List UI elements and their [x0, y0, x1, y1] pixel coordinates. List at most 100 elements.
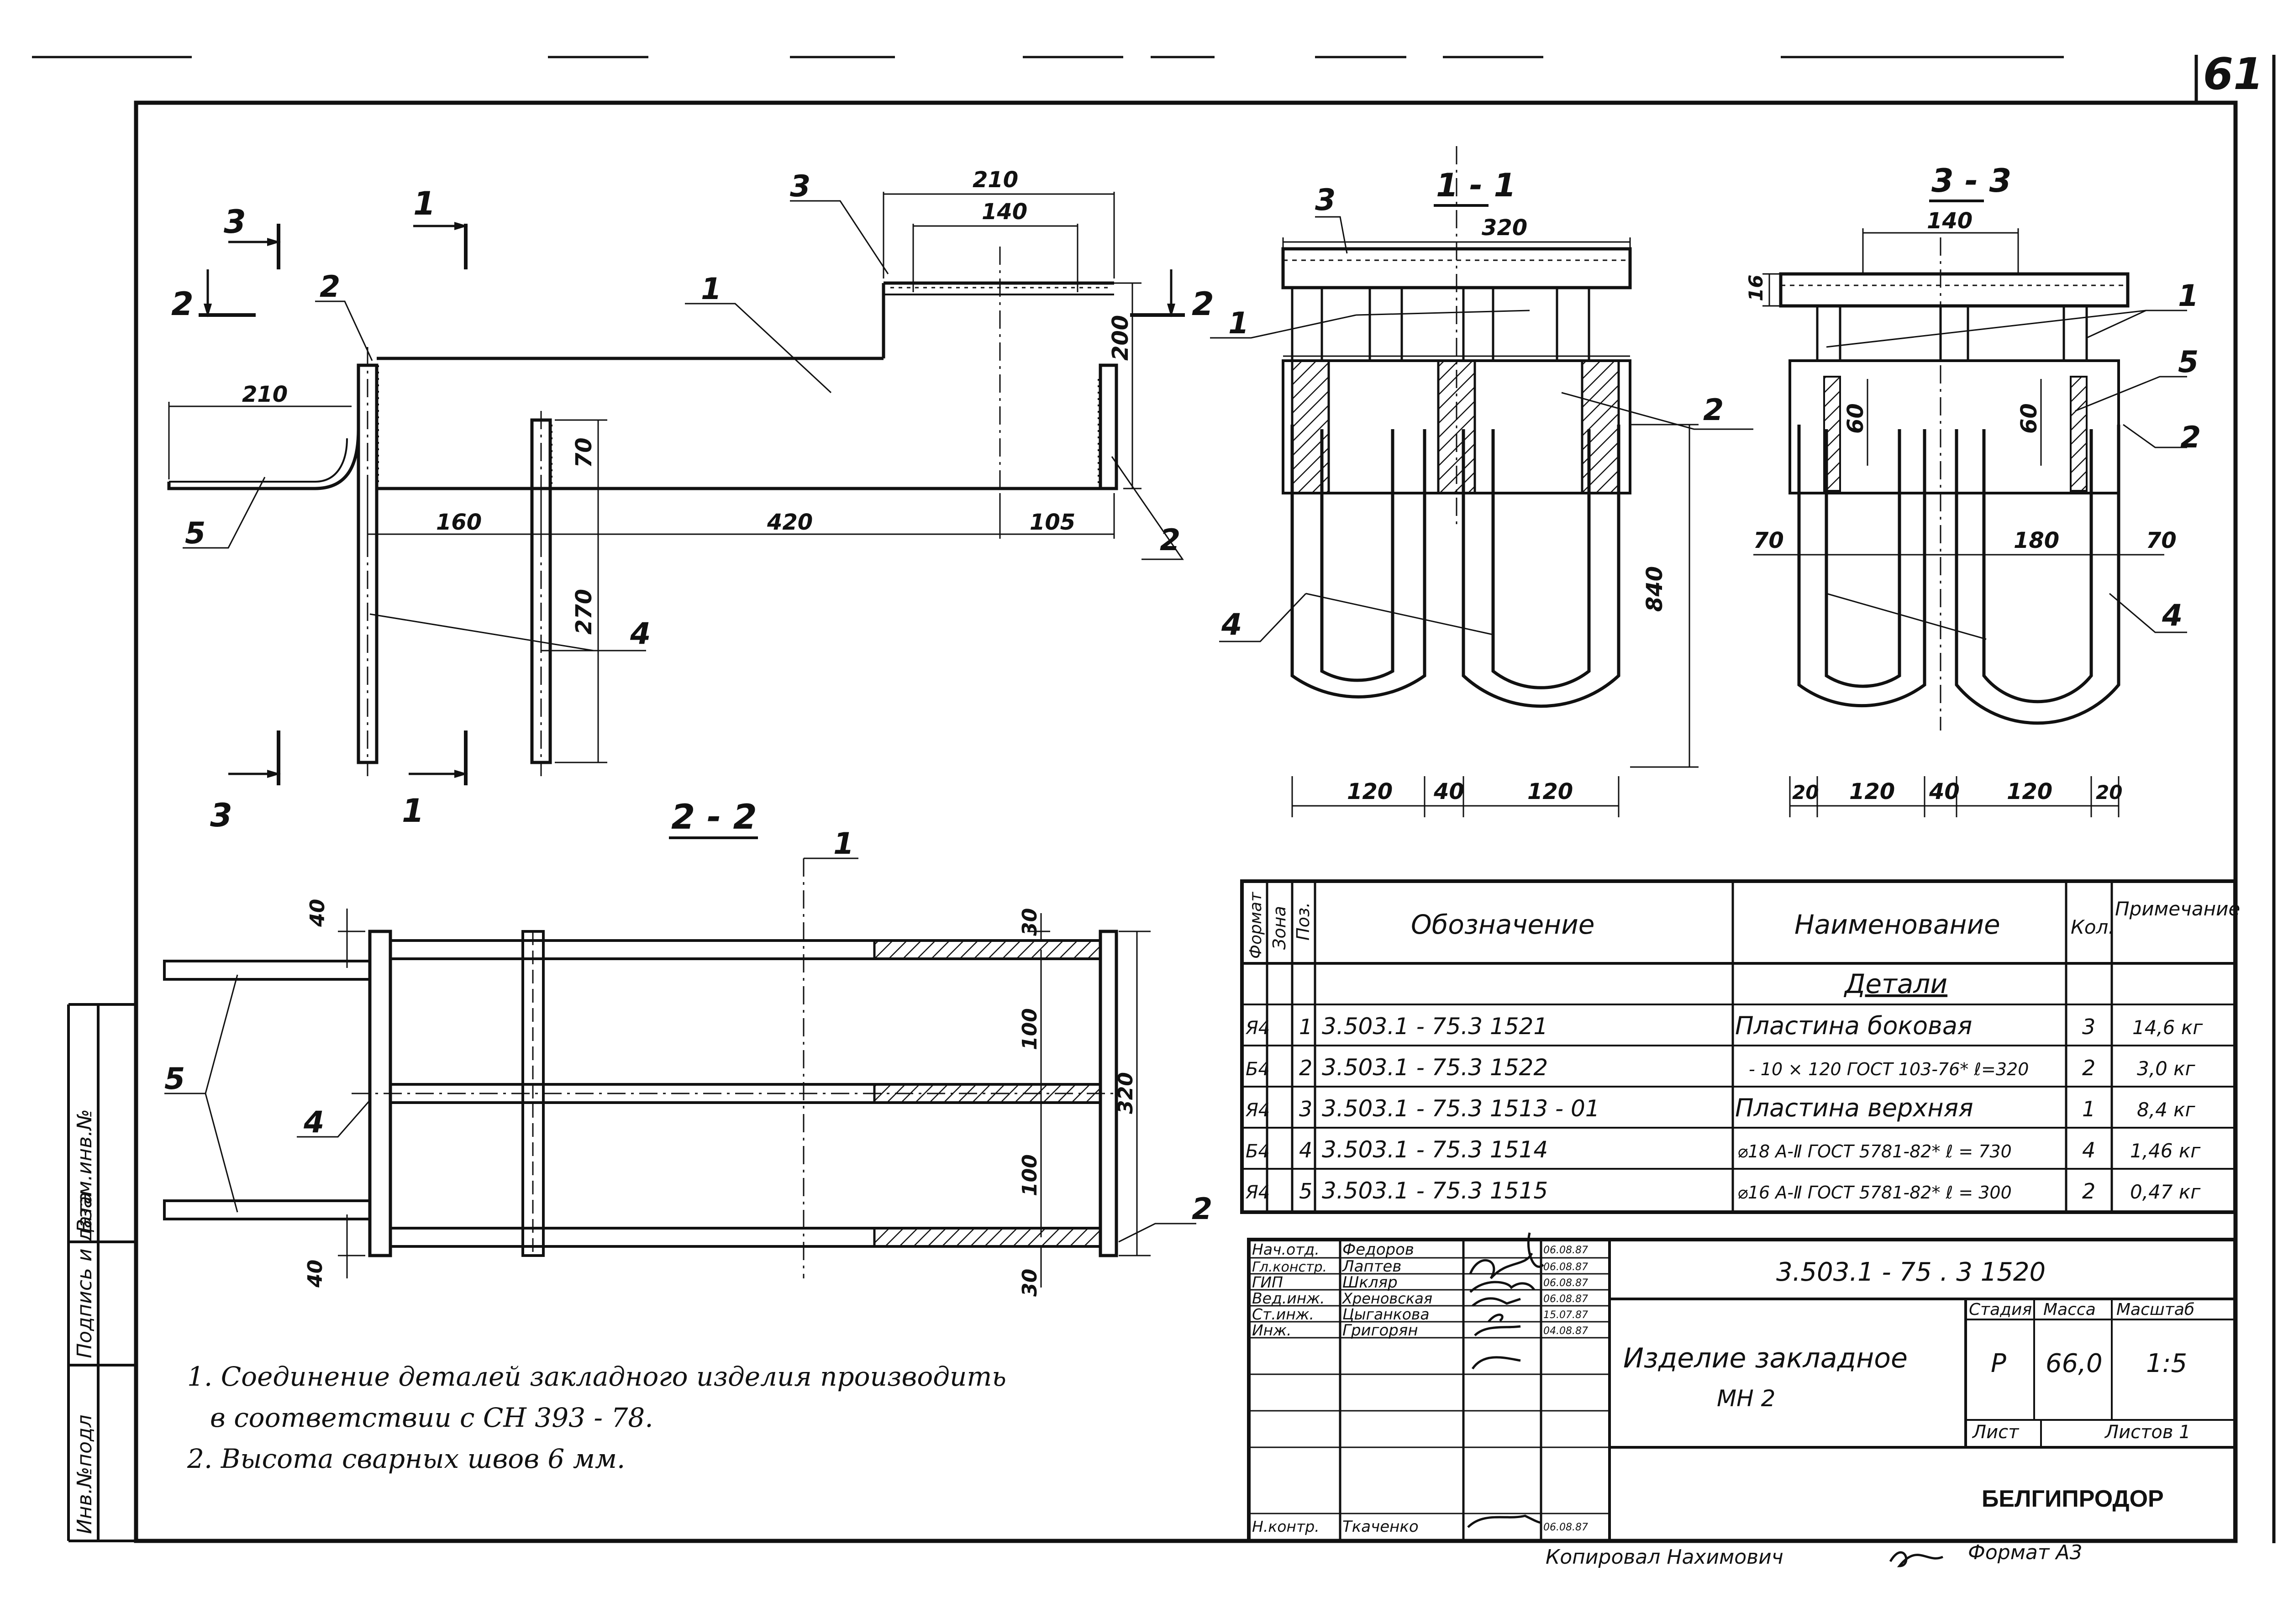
spec-header-pos: Поз.	[1293, 902, 1313, 941]
section-mark-1-top-label: 1	[413, 185, 436, 222]
spec-row-note: 8,4 кг	[2137, 1098, 2196, 1121]
s33-dim-120-b: 120	[2007, 779, 2052, 804]
section-1-1-dims	[1282, 237, 1699, 817]
signer-role: Гл.констр.	[1252, 1259, 1327, 1275]
main-dim-210-left: 210	[242, 382, 288, 407]
notes: 1. Соединение деталей закладного изделия…	[187, 1361, 1006, 1474]
scale-label: Масштаб	[2116, 1300, 2194, 1319]
note-line-2: в соответствии с СН 393 - 78.	[210, 1402, 653, 1433]
note-line-1: 1. Соединение деталей закладного изделия…	[187, 1361, 1006, 1392]
s11-pos-1: 1	[1228, 306, 1249, 341]
signer-role: Нач.отд.	[1252, 1240, 1320, 1258]
scale-value: 1:5	[2146, 1349, 2187, 1378]
s33-pos-5: 5	[2178, 345, 2199, 379]
mass-label: Масса	[2043, 1300, 2096, 1319]
s33-pos-4: 4	[2162, 599, 2183, 633]
s33-dim-120-a: 120	[1849, 779, 1895, 804]
spec-row-format: Я4	[1245, 1018, 1270, 1039]
sheet-frame	[32, 55, 2276, 1543]
section-2-2-drawing	[163, 858, 1119, 1278]
s22-dim-100-b: 100	[1018, 1154, 1042, 1196]
spec-header-name: Наименование	[1794, 909, 2000, 940]
signer-role: Вед.инж.	[1252, 1289, 1325, 1307]
main-pos-3: 3	[790, 169, 810, 204]
spec-header-qty: Кол.	[2071, 916, 2115, 938]
product-mark: МН 2	[1717, 1385, 1775, 1412]
title-block	[1247, 1238, 2237, 1543]
section-mark-2-left: 2	[171, 269, 256, 323]
signer-date: 06.08.87	[1543, 1245, 1588, 1256]
s33-dim-40: 40	[1929, 779, 1960, 804]
signer-name: Хреновская	[1341, 1290, 1432, 1307]
spec-row-pos: 5	[1299, 1179, 1312, 1204]
spec-row-designation: 3.503.1 - 75.3 1514	[1322, 1136, 1548, 1163]
sheet-page-number: 61	[2203, 49, 2263, 100]
spec-row-4: Б4 4 3.503.1 - 75.3 1514 ⌀18 А-Ⅱ ГОСТ 57…	[1246, 1136, 2201, 1163]
spec-row-pos: 1	[1299, 1014, 1312, 1039]
signer-date: 06.08.87	[1543, 1293, 1588, 1305]
s11-pos-4: 4	[1221, 608, 1242, 642]
s22-pos-5: 5	[164, 1062, 185, 1096]
main-pos-5: 5	[185, 516, 205, 551]
main-pos-2: 2	[320, 270, 340, 304]
section-1-1-title-text: 1 - 1	[1436, 167, 1516, 204]
spec-row-qty: 1	[2082, 1097, 2095, 1121]
s22-dim-100-a: 100	[1018, 1008, 1042, 1050]
spec-header-format: Формат	[1247, 892, 1265, 959]
spec-row-name: Пластина верхняя	[1735, 1093, 1973, 1122]
side-strip-replace: Взам.инв.№	[73, 1109, 96, 1233]
main-dim-200: 200	[1108, 315, 1133, 361]
main-dim-160: 160	[436, 510, 482, 535]
section-mark-1-bottom-label: 1	[402, 792, 424, 830]
spec-row-2: Б4 2 3.503.1 - 75.3 1522 - 10 × 120 ГОСТ…	[1246, 1054, 2196, 1081]
section-1-1-drawing	[1281, 146, 1632, 708]
stage-label: Стадия	[1969, 1300, 2032, 1319]
spec-row-designation: 3.503.1 - 75.3 1515	[1322, 1177, 1548, 1204]
side-strip-sign: Подпись и дата	[73, 1192, 96, 1358]
signer-name: Лаптев	[1341, 1257, 1401, 1276]
spec-row-pos: 2	[1299, 1056, 1312, 1080]
spec-header-designation: Обозначение	[1411, 909, 1594, 940]
section-2-2-title: 2 - 2	[669, 797, 758, 839]
spec-row-format: Б4	[1246, 1059, 1270, 1080]
section-mark-3-bottom-label: 3	[210, 797, 232, 834]
side-strip-inv: Инв.№подл	[73, 1414, 96, 1534]
signature-marks	[1467, 1232, 1943, 1567]
s22-pos-2: 2	[1192, 1192, 1212, 1226]
product-title: Изделие закладное	[1623, 1342, 1908, 1374]
section-1-1-leaders	[1210, 216, 1753, 642]
s11-dim-40: 40	[1433, 779, 1464, 804]
s22-dim-30-bot: 30	[1018, 1269, 1042, 1297]
section-mark-2-left-label: 2	[171, 285, 194, 323]
section-mark-2-right: 2	[1130, 269, 1214, 323]
spec-row-designation: 3.503.1 - 75.3 1513 - 01	[1322, 1095, 1600, 1122]
s33-pos-2: 2	[2180, 420, 2201, 455]
signer-name: Федоров	[1342, 1240, 1414, 1259]
s33-dim-60-a: 60	[1843, 403, 1868, 434]
spec-section-title: Детали	[1843, 968, 1947, 999]
spec-row-note: 3,0 кг	[2137, 1057, 2196, 1080]
main-dim-105: 105	[1030, 510, 1075, 535]
signer-role: ГИП	[1252, 1273, 1283, 1291]
main-dim-140: 140	[982, 199, 1027, 225]
spec-row-note: 14,6 кг	[2132, 1016, 2203, 1039]
spec-row-name: - 10 × 120 ГОСТ 103-76* ℓ=320	[1749, 1059, 2029, 1079]
stamp-signers: Нач.отд. Федоров 06.08.87 Гл.констр. Лап…	[1252, 1240, 1588, 1536]
sheet-label: Лист	[1972, 1422, 2020, 1443]
section-2-2-title-text: 2 - 2	[671, 797, 757, 837]
spec-row-qty: 3	[2082, 1014, 2095, 1039]
s33-pos-1: 1	[2178, 279, 2199, 313]
main-dim-210-top: 210	[973, 167, 1018, 193]
s33-dim-70-b: 70	[2146, 528, 2177, 553]
s33-dim-20-b: 20	[2096, 781, 2122, 804]
section-3-3-leaders	[1826, 310, 2187, 640]
spec-row-qty: 2	[2082, 1179, 2095, 1204]
section-2-2-leaders	[164, 857, 1196, 1243]
spec-row-name: ⌀16 А-Ⅱ ГОСТ 5781-82* ℓ = 300	[1737, 1183, 2012, 1203]
signer-role: Н.контр.	[1252, 1518, 1320, 1535]
spec-row-format: Я4	[1245, 1100, 1270, 1121]
signer-name: Цыганкова	[1342, 1305, 1430, 1323]
section-2-2-dims	[338, 909, 1151, 1288]
section-mark-1-bottom: 1	[402, 731, 468, 830]
